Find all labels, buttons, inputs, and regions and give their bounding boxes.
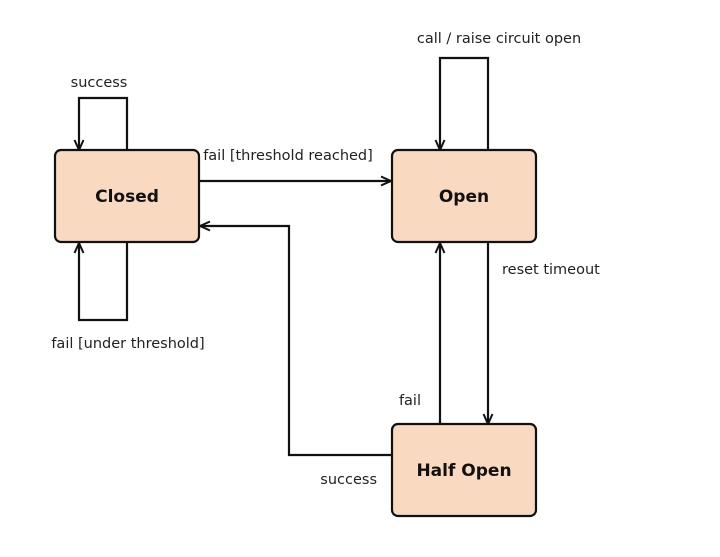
state-open: Open bbox=[390, 148, 538, 244]
state-closed: Closed bbox=[53, 148, 201, 244]
half-open-to-open-label: fail bbox=[399, 393, 421, 409]
state-half-open-box bbox=[390, 422, 538, 518]
state-closed-label: Closed bbox=[95, 187, 159, 207]
state-half-open: Half Open bbox=[390, 422, 538, 518]
state-open-label: Open bbox=[439, 187, 489, 207]
closed-fail-loop-edge bbox=[79, 242, 129, 322]
open-to-half-open-label: reset timeout bbox=[502, 262, 600, 278]
closed-success-loop-edge bbox=[79, 96, 129, 150]
open-call-loop-edge bbox=[440, 56, 490, 150]
open-call-loop-label: call / raise circuit open bbox=[417, 31, 581, 47]
closed-fail-loop-label: fail [under threshold] bbox=[51, 336, 204, 352]
state-closed-box bbox=[53, 148, 201, 244]
closed-to-open-label: fail [threshold reached] bbox=[203, 148, 373, 164]
half-open-to-closed-edge bbox=[200, 226, 392, 457]
closed-success-loop-label: success bbox=[71, 75, 128, 91]
state-half-open-label: Half Open bbox=[416, 461, 511, 481]
state-open-box bbox=[390, 148, 538, 244]
half-open-to-closed-label: success bbox=[320, 472, 377, 488]
